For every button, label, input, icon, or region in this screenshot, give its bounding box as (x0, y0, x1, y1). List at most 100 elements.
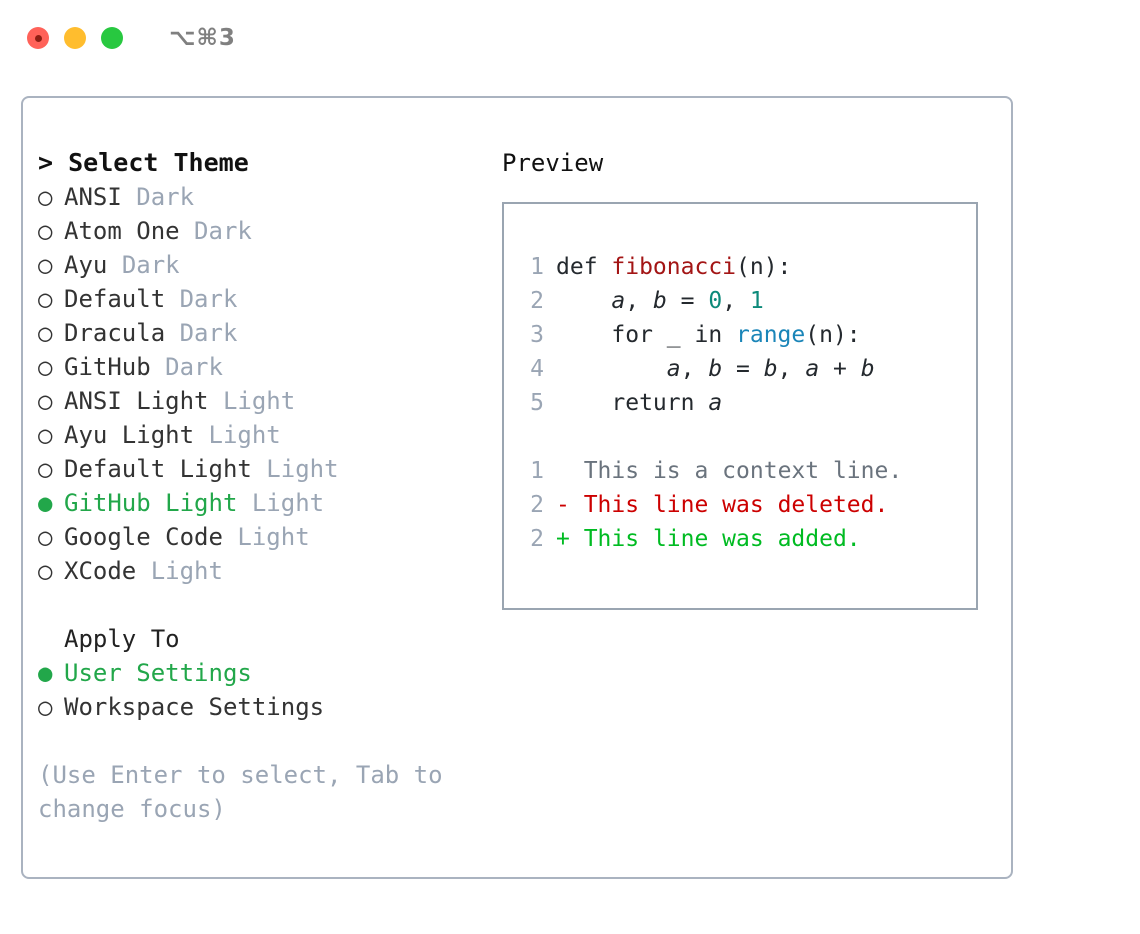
radio-selected-icon: ● (38, 489, 53, 517)
code-token: def (556, 254, 612, 280)
diff-line-number: 2 (530, 492, 544, 518)
code-token: a (666, 356, 681, 382)
theme-item-name: Ayu Light (64, 421, 195, 449)
theme-item-tag: Dark (136, 183, 195, 211)
page-title: > Select Theme (38, 146, 488, 180)
theme-select-column: > Select Theme ○ANSI Dark○Atom One Dark○… (38, 146, 488, 826)
theme-item[interactable]: ○ Ayu Light Light (38, 418, 488, 452)
theme-item-name: Atom One (64, 217, 180, 245)
code-token: + (819, 356, 861, 382)
code-token: 0 (708, 288, 723, 314)
close-window-icon[interactable] (27, 27, 49, 49)
prompt-caret-icon: > (38, 148, 54, 177)
theme-item-name: Ayu (64, 251, 108, 279)
radio-unselected-icon: ○ (38, 557, 53, 585)
theme-item-name: ANSI Light (64, 387, 209, 415)
apply-to-item-label: User Settings (64, 659, 252, 687)
code-line-number: 4 (530, 356, 544, 382)
code-line: 3 for _ in range(n): (520, 318, 902, 352)
theme-list[interactable]: ○ANSI Dark○Atom One Dark○Ayu Dark○Defaul… (38, 180, 488, 588)
diff-line-number: 1 (530, 458, 544, 484)
theme-item-name: GitHub (64, 353, 151, 381)
theme-item-tag: Dark (179, 319, 238, 347)
theme-item[interactable]: ○Ayu Dark (38, 248, 488, 282)
diff-marker: + (556, 526, 584, 552)
code-line: 1 def fibonacci(n): (520, 250, 902, 284)
radio-unselected-icon: ○ (38, 387, 53, 415)
code-line: 2 a, b = 0, 1 (520, 284, 902, 318)
apply-to-item[interactable]: ○Workspace Settings (38, 690, 488, 724)
theme-item-tag: Dark (121, 251, 180, 279)
diff-line-text: This line was deleted. (583, 492, 889, 518)
code-token: for _ in (556, 322, 737, 348)
theme-item[interactable]: ○ Default Light Light (38, 452, 488, 486)
code-token: = (666, 288, 709, 314)
code-token (556, 356, 667, 382)
code-token: (n): (736, 254, 792, 280)
theme-picker-panel: > Select Theme ○ANSI Dark○Atom One Dark○… (21, 96, 1013, 879)
code-line-number: 3 (530, 322, 544, 348)
code-token: a (708, 390, 723, 416)
page-title-text: Select Theme (68, 148, 249, 177)
theme-item-name: Default (64, 285, 166, 313)
code-token (556, 288, 611, 314)
apply-to-list[interactable]: ● User Settings ○Workspace Settings (38, 656, 488, 724)
theme-item-tag: Light (266, 455, 339, 483)
theme-item[interactable]: ○ ANSI Light Light (38, 384, 488, 418)
apply-to-item-label: Workspace Settings (64, 693, 325, 721)
theme-item-name: Default Light (64, 455, 252, 483)
code-line-number: 1 (530, 254, 544, 280)
theme-item[interactable]: ○ XCode Light (38, 554, 488, 588)
radio-unselected-icon: ○ (38, 455, 53, 483)
theme-item-tag: Light (150, 557, 223, 585)
theme-item[interactable]: ○Atom One Dark (38, 214, 488, 248)
theme-item-name: GitHub Light (64, 489, 238, 517)
diff-sample: 1 This is a context line. 2- This line wa… (520, 454, 902, 556)
section-spacer (38, 588, 488, 622)
hint-spacer (38, 724, 488, 758)
theme-item[interactable]: ● GitHub Light Light (38, 486, 488, 520)
diff-line-add: 2+ This line was added. (520, 522, 902, 556)
code-line-number: 5 (530, 390, 544, 416)
theme-item-tag: Light (222, 387, 296, 415)
code-token: (n): (805, 322, 861, 348)
diff-marker (556, 458, 584, 484)
code-line: 4 a, b = b, a + b (520, 352, 902, 386)
theme-item[interactable]: ○Dracula Dark (38, 316, 488, 350)
apply-to-item[interactable]: ● User Settings (38, 656, 488, 690)
diff-line-text: This is a context line. (583, 458, 903, 484)
theme-item[interactable]: ○GitHub Dark (38, 350, 488, 384)
code-token: 1 (749, 288, 764, 314)
theme-item-name: Google Code (64, 523, 223, 551)
traffic-lights (27, 27, 123, 49)
diff-marker: - (556, 492, 584, 518)
theme-item-tag: Dark (179, 285, 238, 313)
theme-item-name: ANSI (64, 183, 122, 211)
code-token: fibonacci (611, 254, 737, 280)
theme-item-tag: Light (237, 523, 310, 551)
preview-title: Preview (502, 149, 604, 177)
maximize-window-icon[interactable] (101, 27, 123, 49)
code-token: a (611, 288, 626, 314)
theme-item[interactable]: ○ANSI Dark (38, 180, 488, 214)
theme-item[interactable]: ○Google Code Light (38, 520, 488, 554)
code-token: b (708, 356, 723, 382)
theme-item-tag: Light (208, 421, 281, 449)
code-token: b (763, 356, 778, 382)
code-line-number: 2 (530, 288, 544, 314)
radio-unselected-icon: ○ (38, 421, 53, 449)
radio-unselected-icon: ○ (38, 353, 53, 381)
theme-item-name: XCode (64, 557, 137, 585)
code-token: a (805, 356, 820, 382)
theme-item-tag: Light (251, 489, 325, 517)
theme-item-name: Dracula (64, 319, 166, 347)
code-token: b (860, 356, 875, 382)
apply-to-title: Apply To (64, 625, 180, 653)
radio-selected-icon: ● (38, 659, 53, 687)
minimize-window-icon[interactable] (64, 27, 86, 49)
theme-item[interactable]: ○Default Dark (38, 282, 488, 316)
diff-line-ctx: 1 This is a context line. (520, 454, 902, 488)
